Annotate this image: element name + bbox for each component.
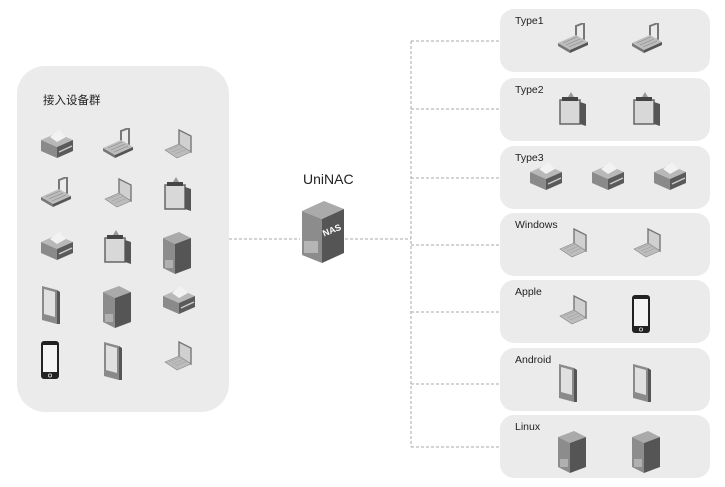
- group-label: Type3: [515, 152, 544, 164]
- server-tower-icon: [161, 230, 193, 281]
- laptop-icon: [556, 294, 592, 331]
- group-linux: Linux: [500, 415, 710, 478]
- laptop-icon: [161, 128, 197, 165]
- group-type1: Type1: [500, 9, 710, 72]
- tablet-icon: [101, 340, 125, 387]
- hub-label: UniNAC: [303, 171, 354, 187]
- group-label: Apple: [515, 286, 542, 298]
- pos-terminal-icon: [39, 175, 75, 214]
- group-label: Windows: [515, 219, 558, 231]
- server-tower-icon: [556, 429, 588, 480]
- kiosk-icon: [161, 177, 195, 218]
- group-apple: Apple: [500, 280, 710, 343]
- group-type3: Type3: [500, 146, 710, 209]
- laptop-icon: [630, 227, 666, 264]
- access-device-group: 接入设备群: [17, 66, 229, 412]
- tablet-icon: [556, 362, 580, 409]
- printer-icon: [161, 284, 197, 321]
- group-label: Type2: [515, 84, 544, 96]
- kiosk-icon: [630, 92, 664, 133]
- server-tower-icon: [630, 429, 662, 480]
- smartphone-icon: [39, 340, 61, 385]
- printer-icon: [528, 160, 564, 197]
- tablet-icon: [39, 284, 63, 331]
- laptop-icon: [161, 340, 197, 377]
- nas-server-icon: NAS: [298, 197, 346, 270]
- pos-terminal-icon: [101, 126, 137, 165]
- kiosk-icon: [101, 230, 135, 271]
- tablet-icon: [630, 362, 654, 409]
- group-android: Android: [500, 348, 710, 411]
- kiosk-icon: [556, 92, 590, 133]
- group-windows: Windows: [500, 213, 710, 276]
- group-type2: Type2: [500, 78, 710, 141]
- smartphone-icon: [630, 294, 652, 339]
- server-tower-icon: [101, 284, 133, 335]
- pos-terminal-icon: [556, 21, 592, 60]
- pos-terminal-icon: [630, 21, 666, 60]
- access-device-group-title: 接入设备群: [43, 95, 101, 107]
- group-label: Type1: [515, 15, 544, 27]
- printer-icon: [590, 160, 626, 197]
- printer-icon: [39, 128, 75, 165]
- group-label: Android: [515, 354, 552, 366]
- printer-icon: [39, 230, 75, 267]
- group-label: Linux: [515, 421, 541, 433]
- laptop-icon: [101, 177, 137, 214]
- laptop-icon: [556, 227, 592, 264]
- printer-icon: [652, 160, 688, 197]
